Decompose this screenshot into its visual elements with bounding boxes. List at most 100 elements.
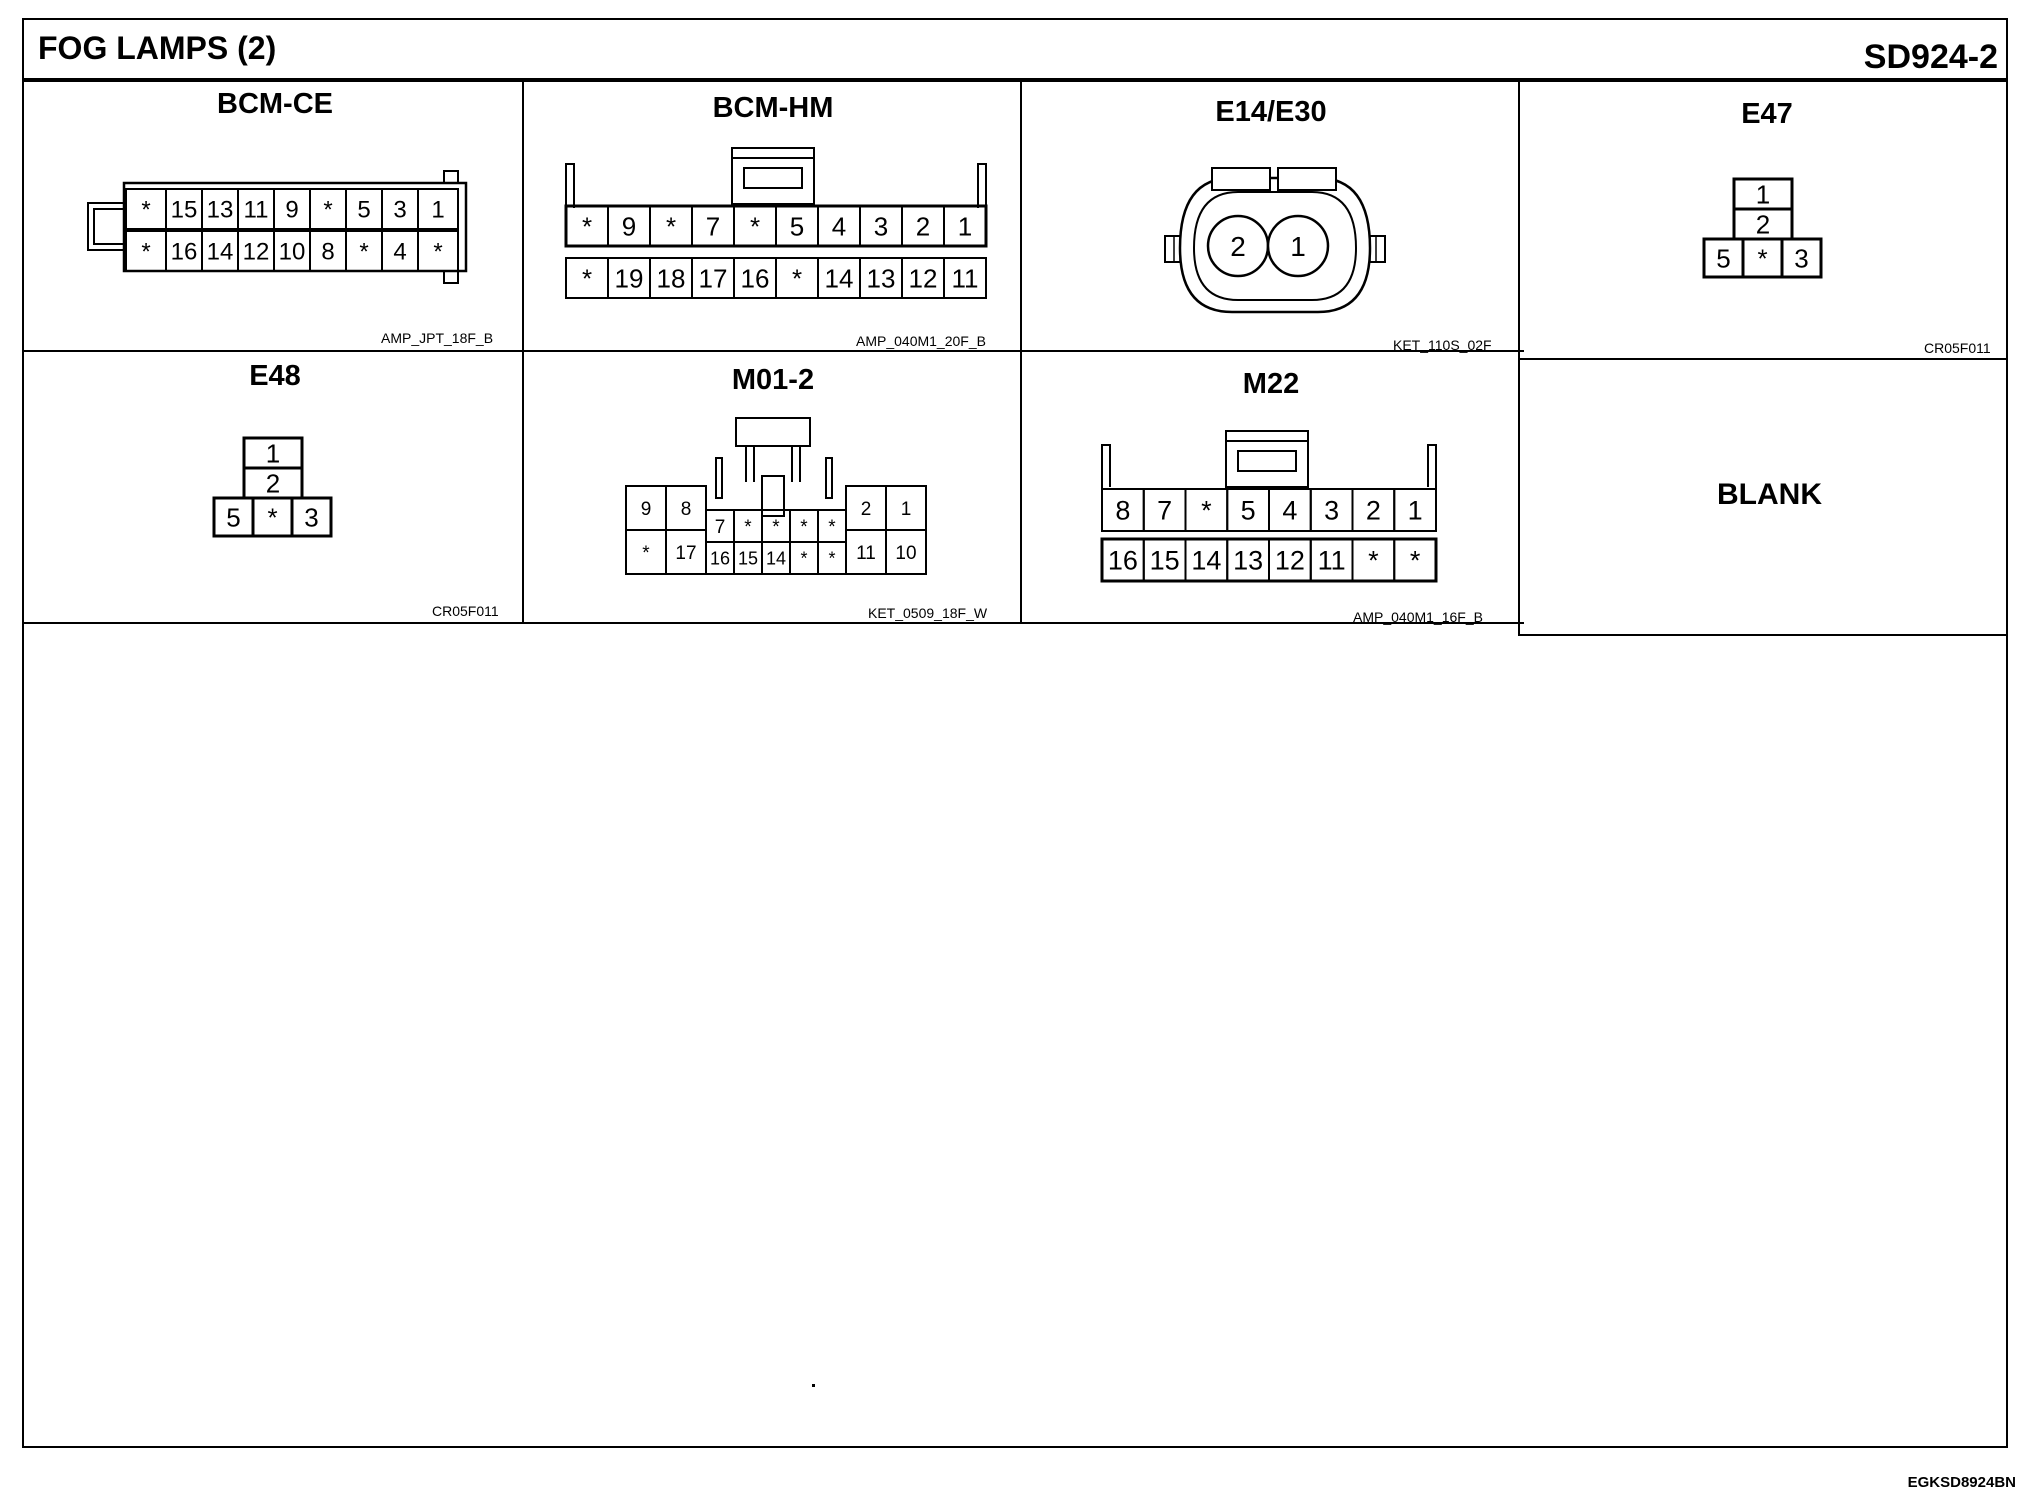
m01-2-mid-top-1-label: * (744, 517, 752, 538)
connector-name-e14-e30: E14/E30 (1215, 96, 1327, 128)
connector-type-m01-2: KET_0509_18F_W (868, 605, 988, 621)
page-title: FOG LAMPS (2) (38, 30, 277, 66)
m01-2-mid-bottom-0-label: 16 (710, 548, 730, 568)
e48-pin-1-label: 2 (266, 468, 280, 498)
m22-pin-r1-3-label: 13 (1233, 546, 1263, 576)
grid-line-col3 (1518, 80, 1520, 636)
bcm-ce-pin-r0c8-cell (417, 188, 459, 230)
bcm-hm-pin-r0-5-label: 5 (790, 211, 804, 241)
connector-name-m22: M22 (1242, 368, 1300, 400)
bcm-ce-pin-r0c7-label: 3 (393, 197, 406, 224)
bcm-hm-pin-r0-8-label: 2 (916, 211, 930, 241)
connector-name-bcm-ce: BCM-CE (217, 88, 333, 120)
m22-pin-r0-7-label: 1 (1408, 496, 1423, 526)
e47-pin-bottom-1-label: * (1757, 243, 1767, 273)
m01-2-right-top-0-label: 2 (861, 499, 872, 520)
e48-pin-bottom-1-label: * (267, 502, 277, 532)
m01-2-right-bottom-0-label: 11 (856, 543, 876, 564)
bcm-hm-pin-r1-3-label: 17 (699, 263, 728, 293)
bcm-hm-pin-r0-0-label: * (582, 211, 592, 241)
connector-e14-e30: 2 1 (1164, 167, 1386, 322)
bcm-hm-pin-r0-3-label: 7 (706, 211, 720, 241)
m01-2-right-top-1-label: 1 (901, 499, 912, 520)
grid-line-row1 (22, 350, 1524, 352)
m01-2-mid-top-2-label: * (772, 517, 780, 538)
m01-2-right-bottom-1-cell (885, 529, 927, 575)
e47-pin-bottom-2-label: 3 (1794, 243, 1808, 273)
m01-2-mid-top-0-label: 7 (715, 517, 726, 538)
blank-cell-label: BLANK (1717, 478, 1822, 511)
connector-name-e48: E48 (249, 360, 301, 392)
grid-line-row2 (22, 622, 1524, 624)
m22-pin-r1-6-label: * (1368, 546, 1379, 576)
m22-pin-r0-6-label: 2 (1366, 496, 1381, 526)
footer-code: EGKSD8924BN (1907, 1474, 2016, 1491)
bcm-hm-pin-r1-9-label: 11 (952, 263, 979, 293)
bcm-ce-pin-r1c1-label: 16 (171, 239, 198, 266)
diagram-frame: FOG LAMPS (2) SD924-2 (22, 18, 2008, 1448)
grid-line-row1-right (1518, 358, 2008, 360)
bcm-ce-pin-r1c4-label: 10 (279, 239, 306, 266)
bcm-hm-pin-r1-5-label: * (792, 263, 802, 293)
m01-2-mid-bottom-1-label: 15 (738, 548, 758, 568)
m01-2-left-bottom-0-label: * (642, 543, 650, 564)
e48-pin-bottom-2-label: 3 (304, 502, 318, 532)
m22-pin-r0-3-label: 5 (1241, 496, 1256, 526)
connector-e48: 125 * 3 (212, 436, 333, 538)
e47-pin-0-label: 1 (1756, 179, 1770, 209)
bcm-hm-pin-r0-2-label: * (666, 211, 676, 241)
m22-pin-r0-0-label: 8 (1115, 496, 1130, 526)
bcm-hm-pin-r0-1-label: 9 (622, 211, 636, 241)
e48-pin-bottom-2-cell (290, 496, 333, 538)
bcm-ce-pin-r0c0-label: * (141, 197, 150, 224)
m01-2-mid-top-3-label: * (800, 517, 808, 538)
bcm-hm-pin-r1-9-cell (943, 257, 987, 299)
m01-2-mid-bottom-3-label: * (800, 548, 807, 568)
stray-dot (812, 1384, 815, 1387)
m01-2-left-top-1-label: 8 (681, 499, 692, 520)
bcm-ce-pin-r0c4-label: 9 (285, 197, 298, 224)
bcm-hm-pin-r1-1-label: 19 (615, 263, 644, 293)
bcm-ce-pin-r1c3-label: 12 (243, 239, 270, 266)
e47-pin-1-label: 2 (1756, 209, 1770, 239)
header-bar: FOG LAMPS (2) SD924-2 (24, 20, 2006, 82)
e14-e30-pin-0-label: 2 (1230, 231, 1246, 262)
bcm-hm-pin-r0-6-label: 4 (832, 211, 846, 241)
connector-name-m01-2: M01-2 (731, 364, 815, 396)
m22-pin-r0-7-cell (1393, 488, 1437, 532)
e48-pin-bottom-0-label: 5 (226, 502, 240, 532)
bcm-hm-pin-r1-8-label: 12 (909, 263, 938, 293)
grid-line-row2-right (1518, 634, 2008, 636)
bcm-hm-pin-r1-2-label: 18 (657, 263, 686, 293)
bcm-ce-pin-r0c1-label: 15 (171, 197, 198, 224)
grid-line-col1 (522, 80, 524, 624)
bcm-hm-row-outline (564, 204, 988, 248)
m22-row-outline (1100, 537, 1438, 583)
bcm-hm-pin-r0-7-label: 3 (874, 211, 888, 241)
bcm-ce-pin-r0c6-label: 5 (357, 197, 370, 224)
m22-pin-r1-4-label: 12 (1275, 546, 1305, 576)
bcm-ce-pin-r0c3-label: 11 (244, 197, 269, 224)
bcm-ce-pin-r1c8-label: * (433, 239, 442, 266)
bcm-hm-pin-r1-7-label: 13 (867, 263, 896, 293)
connector-name-e47: E47 (1741, 98, 1793, 130)
bcm-ce-pin-r1c7-label: 4 (393, 239, 406, 266)
bcm-hm-pin-r1-6-label: 14 (825, 263, 854, 293)
e48-pin-0-label: 1 (266, 438, 280, 468)
page-code: SD924-2 (1863, 38, 1998, 76)
connector-type-bcm-ce: AMP_JPT_18F_B (381, 330, 494, 346)
m22-pin-r0-2-label: * (1201, 496, 1212, 526)
connector-type-e47: CR05F011 (1924, 340, 1991, 356)
grid-line-col2 (1020, 80, 1022, 624)
connector-type-m22: AMP_040M1_16F_B (1353, 609, 1483, 625)
m01-2-mid-top-4-label: * (828, 517, 836, 538)
connector-type-e48: CR05F011 (432, 603, 499, 619)
bcm-hm-pin-r1-0-label: * (582, 263, 592, 293)
bcm-ce-pin-r1c8-cell (417, 230, 459, 272)
bcm-ce-pin-r0c5-label: * (323, 197, 332, 224)
bcm-ce-pin-r1c2-label: 14 (207, 239, 234, 266)
m01-2-right-bottom-1-label: 10 (895, 543, 916, 564)
